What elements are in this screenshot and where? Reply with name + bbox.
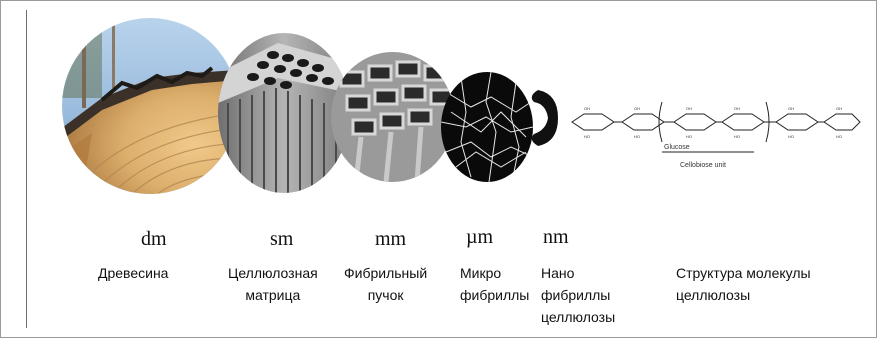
label-wood: Древесина	[98, 262, 168, 284]
scale-um: µm	[466, 226, 493, 249]
scale-mm: mm	[375, 228, 406, 251]
scale-nm: nm	[543, 226, 569, 249]
svg-text:HO: HO	[788, 134, 794, 139]
scale-dm: dm	[141, 228, 167, 251]
label-fibril-bundle: Фибрильный пучок	[344, 262, 427, 306]
svg-text:HO: HO	[634, 134, 640, 139]
label-microfibrils: Микро фибриллы	[460, 262, 529, 306]
svg-text:OH: OH	[734, 106, 740, 111]
fibril-bundle-sem-image	[331, 52, 454, 182]
label-cellulose-molecule-structure: Структура молекулы целлюлозы	[676, 262, 811, 306]
svg-text:HO: HO	[686, 134, 692, 139]
wood-log-image	[62, 18, 238, 194]
svg-text:OH: OH	[584, 106, 590, 111]
margin-divider-line	[26, 10, 27, 328]
svg-text:HO: HO	[584, 134, 590, 139]
cellobiose-unit-label: Cellobiose unit	[680, 162, 726, 169]
scale-sm: sm	[270, 228, 293, 251]
glucose-label: Glucose	[664, 144, 690, 151]
svg-text:HO: HO	[836, 134, 842, 139]
label-cellulose-nanofibrils: Нано фибриллы целлюлозы	[541, 262, 615, 328]
svg-text:OH: OH	[634, 106, 640, 111]
label-cellulose-matrix: Целлюлозная матрица	[228, 262, 318, 306]
nanofibril-shape	[528, 90, 560, 146]
svg-text:OH: OH	[836, 106, 842, 111]
svg-text:OH: OH	[788, 106, 794, 111]
svg-text:OH: OH	[686, 106, 692, 111]
microfibrils-image	[441, 72, 533, 182]
svg-text:HO: HO	[734, 134, 740, 139]
